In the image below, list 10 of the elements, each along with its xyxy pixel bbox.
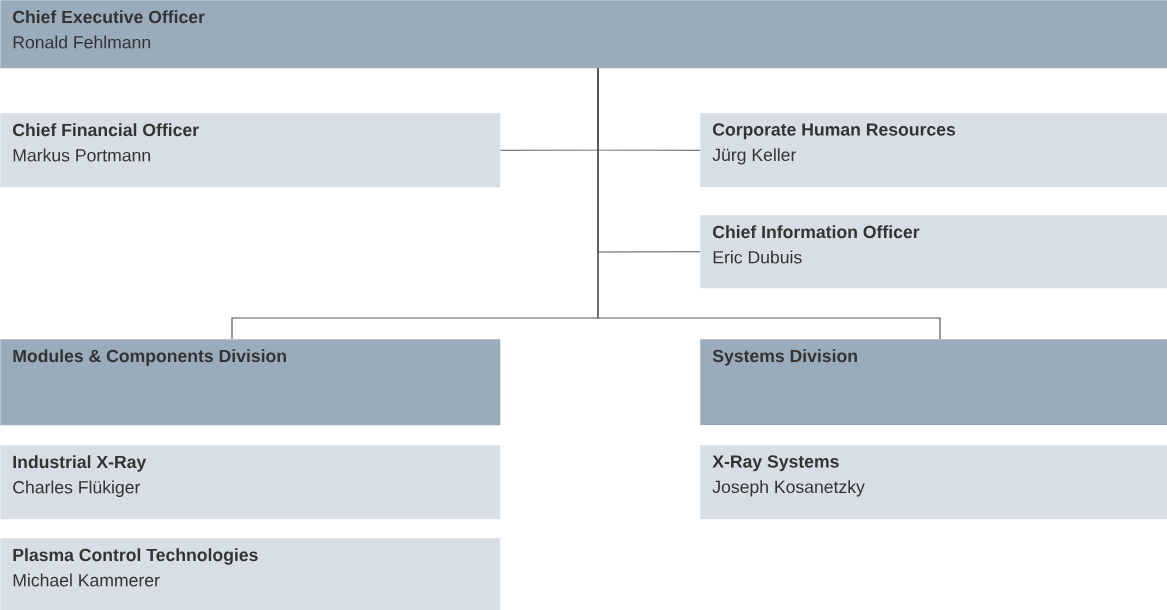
org-box: Chief Information Officer Eric Dubuis [700, 215, 1167, 289]
connector-line [597, 67, 941, 340]
org-box: Chief Executive Officer Ronald Fehlmann [0, 0, 1167, 69]
org-box: Plasma Control Technologies Michael Kammerer [0, 538, 501, 610]
org-box: Industrial X-Ray Charles Flükiger [0, 445, 501, 520]
org-box: Chief Financial Officer Markus Portmann [0, 113, 501, 188]
org-box: Corporate Human Resources Jürg Keller [700, 113, 1167, 188]
org-box: Modules & Components Division [0, 339, 501, 426]
org-box: X-Ray Systems Joseph Kosanetzky [700, 445, 1167, 520]
org-box: Systems Division [700, 339, 1167, 426]
